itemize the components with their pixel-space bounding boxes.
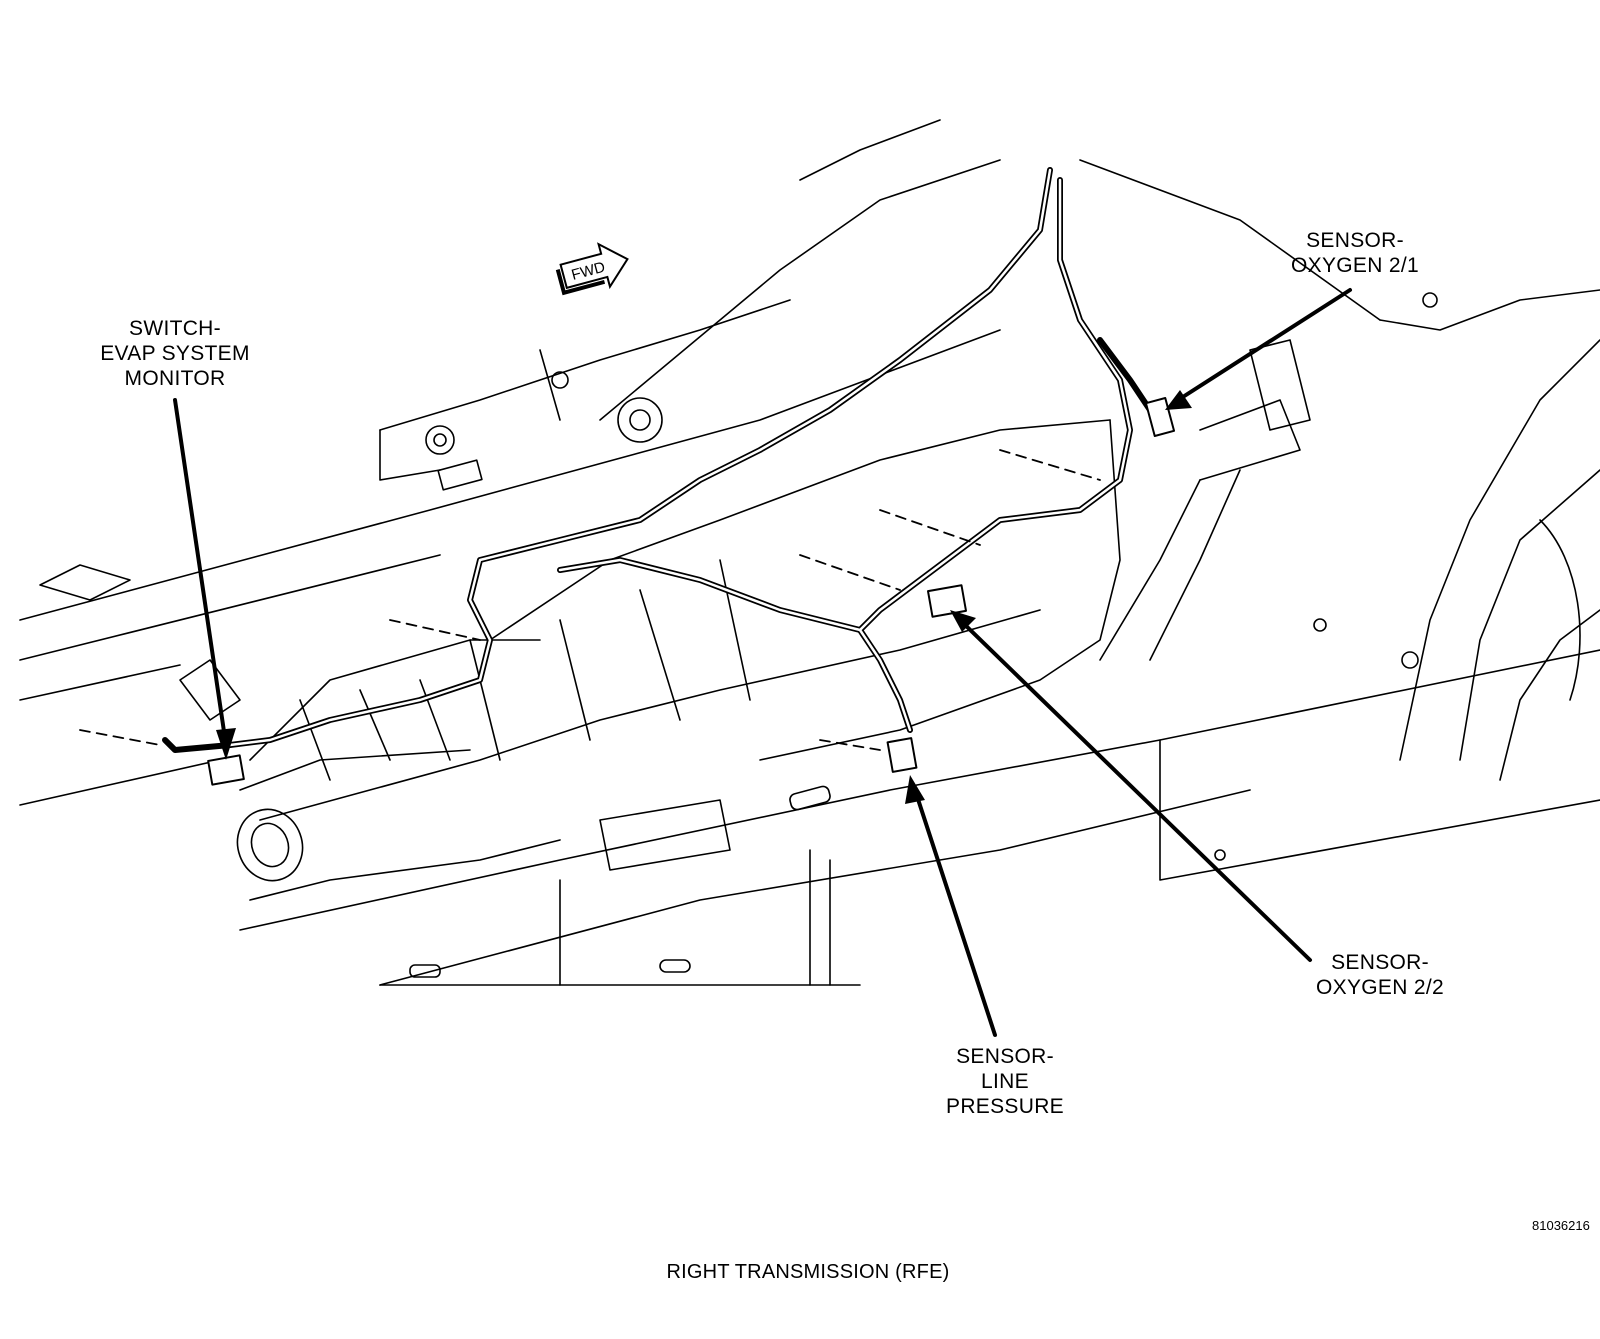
callout-line: SENSOR- [1306,229,1404,252]
callout-oxygen-sensor-22: SENSOR- OXYGEN 2/2 [1300,950,1460,1000]
callout-oxygen-sensor-21: SENSOR- OXYGEN 2/1 [1290,228,1420,278]
callout-line: SENSOR- [1331,951,1429,974]
callout-line: LINE [981,1070,1029,1093]
evap-switch-connector [207,754,245,786]
engine-block [379,299,791,481]
fwd-arrow-icon: FWD [555,242,629,296]
figure-caption: RIGHT TRANSMISSION (RFE) [666,1261,950,1283]
transmission-case [179,419,1121,901]
callout-line: OXYGEN 2/1 [1291,254,1419,277]
figure-id: 81036216 [1532,1218,1590,1233]
callout-arrows [173,288,1352,1037]
callout-line: EVAP SYSTEM [100,342,250,365]
exhaust-pipe [1099,399,1301,661]
rear-suspension [1214,289,1600,861]
callout-line-pressure-sensor: SENSOR- LINE PRESSURE [940,1044,1070,1119]
callout-line: OXYGEN 2/2 [1316,976,1444,999]
callout-line: SENSOR- [956,1045,1054,1068]
vehicle-frame [19,119,1600,986]
callout-evap-switch: SWITCH- EVAP SYSTEM MONITOR [100,316,250,391]
callout-line: SWITCH- [129,317,221,340]
callout-line: MONITOR [124,367,226,390]
wiring-harness-inner [228,168,1132,747]
connectors [207,396,1176,786]
clip-leader-lines [79,449,1101,751]
callout-line: PRESSURE [946,1095,1064,1118]
arrow-heads [216,390,1192,804]
oxygen-22-connector [927,584,967,618]
line-pressure-connector [886,737,918,773]
